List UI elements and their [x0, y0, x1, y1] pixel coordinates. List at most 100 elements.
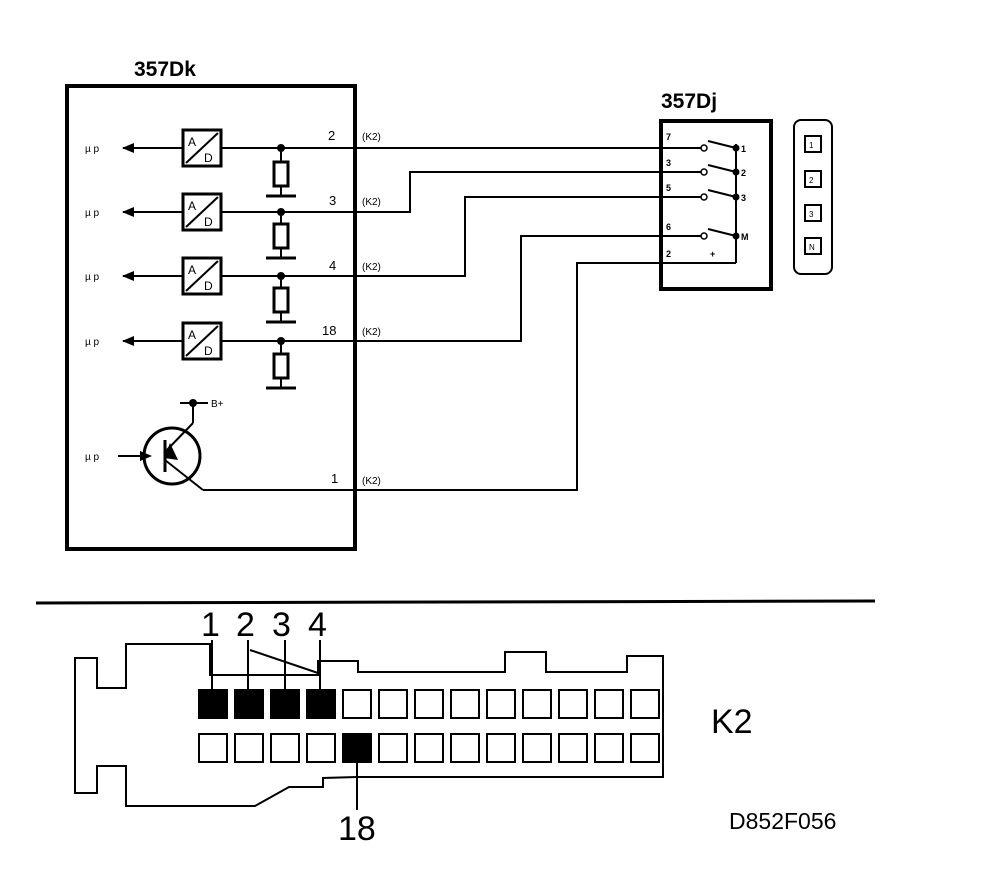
empty-cavity [522, 689, 552, 719]
ecu-box [65, 84, 357, 551]
transistor-stage: µ p B+ 1 (K2) [85, 399, 577, 491]
arrow-left-icon [122, 207, 134, 217]
ad-converter: A D [181, 321, 223, 361]
figure-code: D852F056 [729, 808, 836, 834]
channel-pin-3: µ p A D 3 (K2) [85, 192, 410, 260]
switch-unit-label: 357Dj [661, 90, 717, 113]
empty-cavity [450, 733, 480, 763]
connector-cells [198, 689, 660, 763]
position-3: 3 [809, 210, 814, 219]
callout-18: 18 [338, 810, 376, 848]
used-cavity [198, 689, 228, 719]
pin-number: 2 [328, 128, 335, 143]
ad-letter-a: A [188, 328, 196, 342]
ad-letter-a: A [188, 135, 196, 149]
transistor-symbol [142, 426, 202, 486]
empty-cavity [630, 733, 660, 763]
ad-converter: A D [181, 192, 223, 232]
pin-number: 1 [331, 471, 338, 486]
empty-cavity [378, 733, 408, 763]
empty-cavity [414, 689, 444, 719]
mu-p-label: µ p [85, 337, 100, 348]
mu-p-label: µ p [85, 208, 100, 219]
ad-letter-a: A [188, 199, 196, 213]
ad-letter-d: D [204, 215, 213, 229]
ad-converter: A D [181, 256, 223, 296]
mu-p-label: µ p [85, 272, 100, 283]
empty-cavity [486, 733, 516, 763]
ad-letter-d: D [204, 279, 213, 293]
empty-cavity [522, 733, 552, 763]
empty-cavity [342, 689, 372, 719]
switch-terminal: 2 [741, 168, 746, 178]
section-divider [35, 599, 876, 605]
switch-pin: 3 [666, 158, 671, 168]
switch-terminal: M [741, 232, 749, 242]
arrow-left-icon [122, 143, 134, 153]
empty-cavity [486, 689, 516, 719]
position-2: 2 [809, 176, 814, 185]
connector-ref: (K2) [362, 132, 381, 143]
empty-cavity [594, 689, 624, 719]
switch-pin: 6 [666, 222, 671, 232]
ad-converter: A D [181, 128, 223, 168]
callout-2: 2 [236, 606, 255, 644]
pin-number: 18 [322, 323, 336, 338]
empty-cavity [378, 689, 408, 719]
bottom-callout: 18 [338, 760, 376, 848]
empty-cavity [234, 733, 264, 763]
connector-outline [74, 643, 664, 807]
connector-name: K2 [711, 703, 753, 741]
ad-letter-d: D [204, 151, 213, 165]
callout-3: 3 [272, 606, 291, 644]
ad-letter-d: D [204, 344, 213, 358]
ad-letter-a: A [188, 263, 196, 277]
switch-terminal: 3 [741, 193, 746, 203]
resistor [272, 352, 290, 380]
resistor [272, 286, 290, 314]
switch-pin: 2 [666, 249, 671, 259]
empty-cavity [414, 733, 444, 763]
callout-1: 1 [201, 606, 220, 644]
mu-p-label: µ p [85, 144, 100, 155]
switch-pin: 5 [666, 183, 671, 193]
connector-ref: (K2) [362, 197, 381, 208]
supply-label: B+ [211, 399, 224, 410]
empty-cavity [558, 733, 588, 763]
resistor [272, 160, 290, 188]
empty-cavity [558, 689, 588, 719]
used-cavity [342, 733, 372, 763]
switch-pin: 7 [666, 132, 671, 142]
switch-unit-box [659, 119, 773, 291]
callout-4: 4 [308, 606, 327, 644]
position-n: N [809, 243, 815, 252]
emitter-arrow-icon [164, 443, 178, 460]
empty-cavity [630, 689, 660, 719]
mu-p-label: µ p [85, 452, 100, 463]
pin-number: 4 [329, 258, 336, 273]
switch-terminal: 1 [741, 144, 746, 154]
empty-cavity [306, 733, 336, 763]
pin-number: 3 [329, 193, 336, 208]
empty-cavity [594, 733, 624, 763]
connector-k2-face [74, 643, 664, 807]
arrow-left-icon [122, 336, 134, 346]
harness-wires [355, 147, 716, 491]
resistor [272, 222, 290, 250]
channel-pin-4: µ p A D 4 (K2) [85, 256, 465, 324]
connector-ref: (K2) [362, 476, 381, 487]
used-cavity [234, 689, 264, 719]
connector-ref: (K2) [362, 327, 381, 338]
position-1: 1 [809, 141, 814, 150]
arrow-right-icon [140, 451, 152, 461]
switch-contacts: 7 3 5 6 2 1 2 3 M + [666, 132, 749, 264]
position-indicator: 1 2 3 N [793, 119, 833, 275]
used-cavity [306, 689, 336, 719]
top-callouts: 1 2 3 4 [201, 606, 327, 690]
plus-label: + [710, 249, 715, 259]
empty-cavity [450, 689, 480, 719]
channel-pin-18: µ p A D 18 (K2) [85, 321, 521, 390]
arrow-left-icon [122, 271, 134, 281]
